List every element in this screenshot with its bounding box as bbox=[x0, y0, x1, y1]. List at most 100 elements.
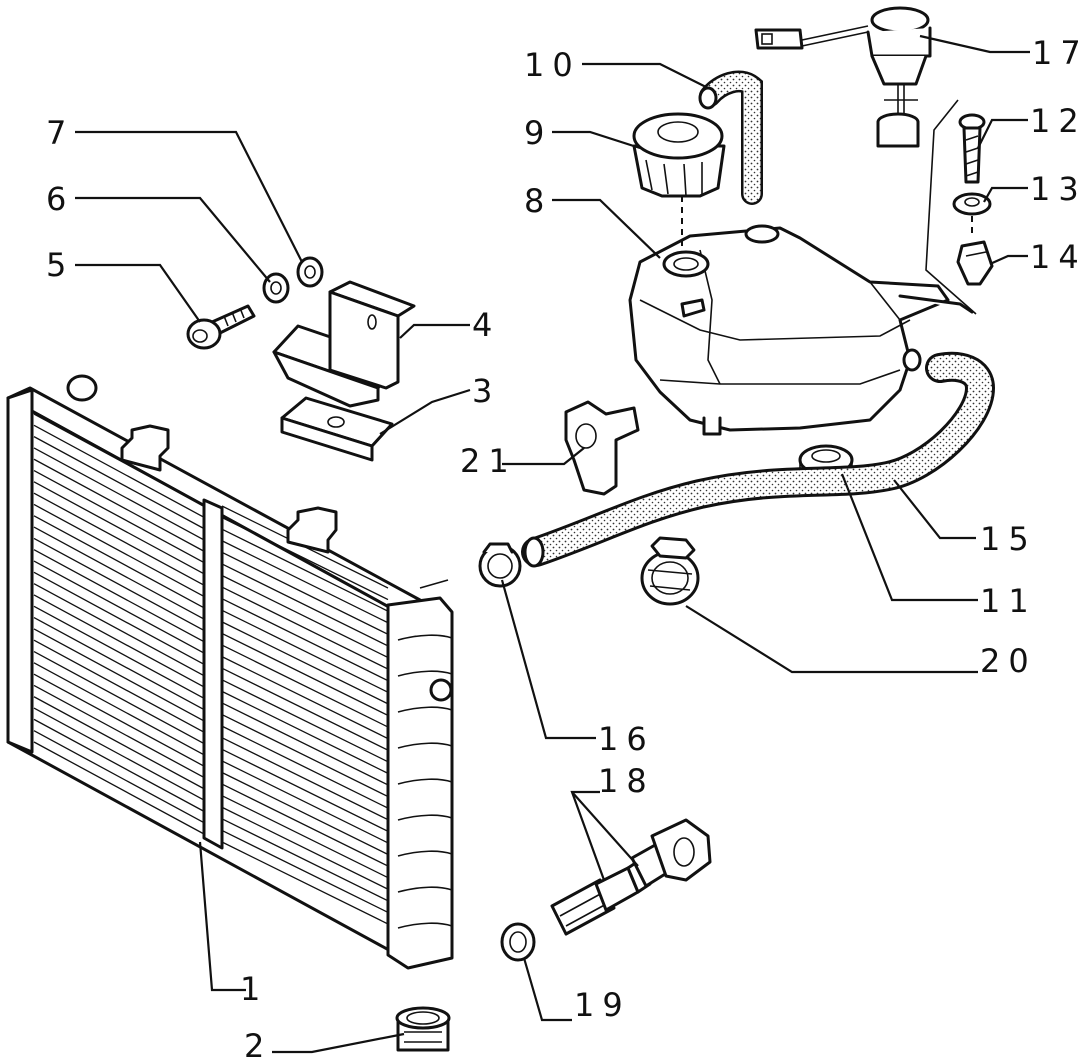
rubber-pad bbox=[280, 396, 394, 462]
radiator-fin bbox=[33, 447, 205, 541]
radiator-fin bbox=[221, 690, 389, 774]
tank-rib bbox=[397, 742, 453, 749]
hose-holder-clip bbox=[564, 400, 640, 496]
temperature-sender bbox=[630, 818, 712, 888]
tank-rib bbox=[397, 706, 453, 713]
radiator-fin bbox=[221, 760, 389, 844]
radiator-fin bbox=[221, 748, 389, 832]
hose-clamp bbox=[640, 536, 700, 606]
callout-3: 3 bbox=[472, 372, 500, 410]
radiator-fin bbox=[221, 818, 389, 902]
radiator-fin bbox=[33, 481, 205, 575]
callout-14: 14 bbox=[1030, 238, 1080, 276]
radiator-fin bbox=[221, 644, 389, 728]
callout-7: 7 bbox=[46, 114, 74, 152]
radiator-fin bbox=[33, 515, 205, 609]
radiator-fin bbox=[33, 571, 205, 665]
radiator-fin bbox=[221, 621, 389, 705]
callout-16: 16 bbox=[598, 720, 655, 758]
radiator-fin bbox=[33, 560, 205, 654]
radiator-fin bbox=[33, 684, 205, 779]
radiator-fin bbox=[221, 771, 389, 856]
radiator-fin bbox=[33, 583, 205, 677]
callout-21: 21 bbox=[460, 442, 517, 480]
mounting-bracket bbox=[272, 280, 416, 408]
tank-rib bbox=[397, 850, 453, 857]
radiator-fin bbox=[33, 436, 205, 530]
screw bbox=[958, 113, 986, 184]
callout-18: 18 bbox=[598, 762, 655, 800]
callout-12: 12 bbox=[1030, 102, 1080, 140]
radiator-fin bbox=[221, 806, 389, 890]
radiator-fin bbox=[221, 667, 389, 751]
callout-1: 1 bbox=[240, 970, 268, 1008]
tank-rib bbox=[397, 778, 453, 785]
radiator-fin bbox=[33, 628, 205, 722]
bolt bbox=[186, 304, 256, 350]
nut bbox=[296, 256, 324, 288]
radiator-fin bbox=[221, 713, 389, 798]
radiator-fin bbox=[33, 458, 205, 552]
callout-6: 6 bbox=[46, 180, 74, 218]
callout-5: 5 bbox=[46, 246, 74, 284]
radiator-fin bbox=[33, 413, 205, 507]
callout-13: 13 bbox=[1030, 170, 1080, 208]
radiator-fin bbox=[33, 492, 205, 586]
radiator-fin bbox=[221, 679, 389, 763]
radiator-fin bbox=[221, 528, 389, 612]
radiator-fin bbox=[221, 841, 389, 925]
radiator-fin bbox=[221, 632, 389, 717]
seal-ring bbox=[500, 922, 536, 962]
radiator-fin bbox=[33, 537, 205, 631]
radiator-fin bbox=[221, 574, 389, 659]
radiator-fin bbox=[33, 639, 205, 733]
radiator-fin bbox=[221, 795, 389, 879]
radiator-fin bbox=[33, 526, 205, 620]
callout-4: 4 bbox=[472, 306, 500, 344]
radiator-fin bbox=[221, 540, 389, 624]
radiator-fin bbox=[33, 549, 205, 643]
radiator-fin bbox=[221, 598, 389, 682]
callout-8: 8 bbox=[524, 182, 552, 220]
radiator-fin bbox=[33, 673, 205, 767]
radiator-fin bbox=[33, 594, 205, 688]
callout-17: 17 bbox=[1032, 34, 1080, 72]
callout-9: 9 bbox=[524, 114, 552, 152]
callout-labels: 1 2 3 4 5 6 7 8 9 10 11 12 13 14 15 16 1… bbox=[46, 34, 1080, 1061]
drain-plug bbox=[395, 1006, 451, 1052]
coolant-hose bbox=[521, 351, 996, 568]
filler-cap bbox=[632, 112, 726, 198]
radiator-fin bbox=[33, 650, 205, 745]
level-sensor bbox=[754, 6, 932, 148]
radiator-fin bbox=[221, 609, 389, 693]
clip-nut bbox=[956, 240, 994, 286]
callout-10: 10 bbox=[524, 46, 581, 84]
radiator-fin bbox=[33, 741, 205, 835]
radiator-fin bbox=[33, 424, 205, 518]
callout-15: 15 bbox=[980, 520, 1037, 558]
expansion-tank bbox=[628, 224, 974, 436]
radiator-fin bbox=[221, 737, 389, 821]
washer bbox=[952, 192, 992, 216]
radiator-fin bbox=[221, 829, 389, 913]
radiator-fin bbox=[33, 730, 205, 824]
radiator-fin bbox=[33, 605, 205, 699]
callout-11: 11 bbox=[980, 582, 1037, 620]
callout-20: 20 bbox=[980, 642, 1037, 680]
callout-2: 2 bbox=[244, 1027, 272, 1061]
radiator-fin bbox=[33, 617, 205, 711]
tank-rib bbox=[397, 670, 453, 677]
hose-clamp bbox=[478, 542, 522, 588]
radiator bbox=[6, 374, 454, 970]
radiator-fin bbox=[33, 503, 205, 598]
tank-rib bbox=[397, 634, 453, 641]
tank-rib bbox=[397, 886, 453, 893]
radiator-fin bbox=[221, 656, 389, 740]
radiator-fin bbox=[221, 702, 389, 786]
radiator-fin bbox=[33, 718, 205, 812]
radiator-fin bbox=[221, 586, 389, 670]
radiator-fin bbox=[33, 696, 205, 790]
radiator-fin bbox=[33, 469, 205, 564]
tank-rib bbox=[397, 814, 453, 821]
